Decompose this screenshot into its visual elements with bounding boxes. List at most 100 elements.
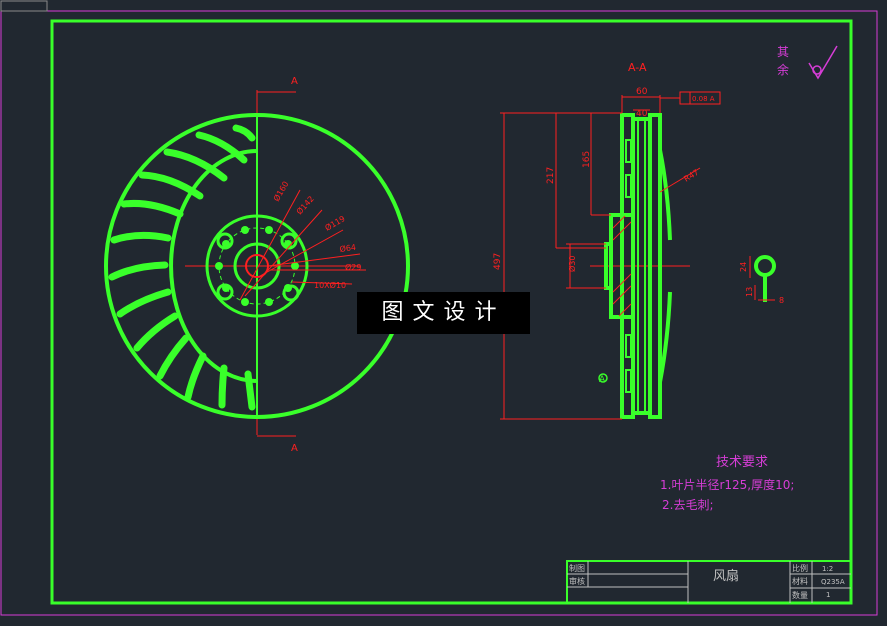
front-view: A A [104, 76, 410, 454]
roughness-symbol [808, 45, 838, 80]
datum-label: A [599, 375, 606, 385]
tech-item-1: 1.叶片半径r125,厚度10; [660, 477, 794, 492]
section-hole [625, 369, 632, 393]
dim-d160: Ø160 [271, 179, 290, 203]
title-block-frame [566, 560, 852, 604]
qty-label: 数量 [792, 590, 808, 600]
bolt-hole [265, 226, 273, 234]
section-label-bottom: A [291, 443, 298, 454]
dim-d29: Ø29 [345, 262, 361, 272]
title-block-grid [567, 561, 851, 603]
leader [239, 189, 301, 301]
scale-value: 1:2 [822, 565, 833, 573]
blade [163, 148, 228, 182]
hub-bumps [216, 232, 300, 302]
dim-24: 24 [739, 262, 748, 272]
hatch-line [612, 221, 632, 241]
blade [156, 334, 190, 380]
detail-dim-texts: 24 13 8 [739, 262, 784, 305]
dim-497: 497 [493, 253, 503, 270]
blade [195, 131, 248, 164]
hatch-line [612, 215, 626, 229]
section-view-title: A-A [628, 61, 647, 74]
section-hatch [612, 215, 632, 317]
section-hole [625, 139, 632, 163]
roughness-symbol-circle [812, 65, 822, 75]
section-view: A-A [493, 61, 721, 420]
section-holes [625, 139, 632, 393]
blade [133, 312, 179, 352]
checked-label: 审核 [569, 576, 585, 586]
roughness-text-1: 其 [777, 45, 789, 59]
hub-bump [280, 232, 298, 250]
dim-40: 40 [636, 109, 648, 119]
blade [120, 200, 184, 218]
hub-curve-top [658, 149, 672, 241]
hub-bump [216, 283, 234, 301]
hatch-line [618, 303, 632, 317]
tolerance-frame [679, 91, 721, 105]
section-label-top: A [291, 76, 298, 87]
section-hole [625, 174, 632, 198]
dim-d30: Ø30 [567, 256, 577, 272]
roughness-note: 其 余 [777, 45, 838, 80]
bolt-hole [215, 262, 223, 270]
bolt-hole [241, 226, 249, 234]
dim-217: 217 [546, 167, 556, 184]
detail-dim-lines [749, 256, 775, 301]
sheet-corner-tab [0, 0, 48, 12]
blade [244, 370, 256, 411]
dim-r47: R47 [682, 168, 700, 184]
dim-d142: Ø142 [294, 194, 316, 217]
leader [267, 253, 361, 267]
blade [232, 124, 256, 142]
material-label: 材料 [792, 576, 808, 586]
blades [108, 124, 256, 411]
detail-ring [754, 255, 776, 277]
dim-13: 13 [745, 287, 754, 297]
tech-requirements: 技术要求 1.叶片半径r125,厚度10; 2.去毛刺; [660, 455, 794, 512]
detail-view: 24 13 8 [739, 255, 784, 305]
roughness-text-2: 余 [777, 62, 789, 77]
datum-circle [598, 373, 608, 383]
material-value: Q235A [821, 578, 845, 586]
drawn-label: 制图 [569, 563, 585, 573]
leader [291, 281, 353, 285]
hub-curve-bottom [658, 291, 672, 383]
dim-8: 8 [779, 296, 784, 305]
sheet-border [0, 10, 878, 616]
blade [218, 364, 228, 409]
dim-d64: Ø64 [339, 242, 357, 254]
dim-tolerance: 0.08 A [692, 95, 715, 103]
dim-line [659, 167, 701, 193]
watermark-banner: 图文设计 [357, 292, 530, 334]
section-dim-lines [500, 95, 701, 420]
title-block: 制图 审核 风扇 比例 1:2 材料 Q235A 数量 1 [566, 560, 852, 604]
blade [110, 231, 172, 244]
dim-holes: 10XØ10 [314, 280, 346, 290]
blade [138, 171, 204, 200]
bolt-hole [241, 298, 249, 306]
bolt-hole [291, 262, 299, 270]
dim-d119: Ø119 [323, 213, 347, 232]
blade [108, 261, 169, 281]
blade [116, 288, 172, 318]
dim-165: 165 [582, 151, 592, 168]
tech-item-2: 2.去毛刺; [662, 498, 714, 512]
hub-bump [282, 284, 300, 302]
title-block-texts: 制图 审核 风扇 比例 1:2 材料 Q235A 数量 1 [569, 563, 845, 600]
front-leaders [239, 189, 366, 301]
bolt-hole [265, 298, 273, 306]
hatch-line [612, 273, 632, 293]
section-part [604, 113, 672, 419]
hub-bump [216, 232, 234, 250]
hub-boss [604, 242, 613, 290]
dim-60: 60 [636, 87, 648, 97]
leader [244, 209, 323, 297]
part-name: 风扇 [713, 568, 739, 584]
rim-plate [648, 113, 662, 419]
drawing-frame [50, 19, 853, 605]
bolt-ring [205, 214, 309, 318]
tech-heading: 技术要求 [716, 455, 768, 470]
